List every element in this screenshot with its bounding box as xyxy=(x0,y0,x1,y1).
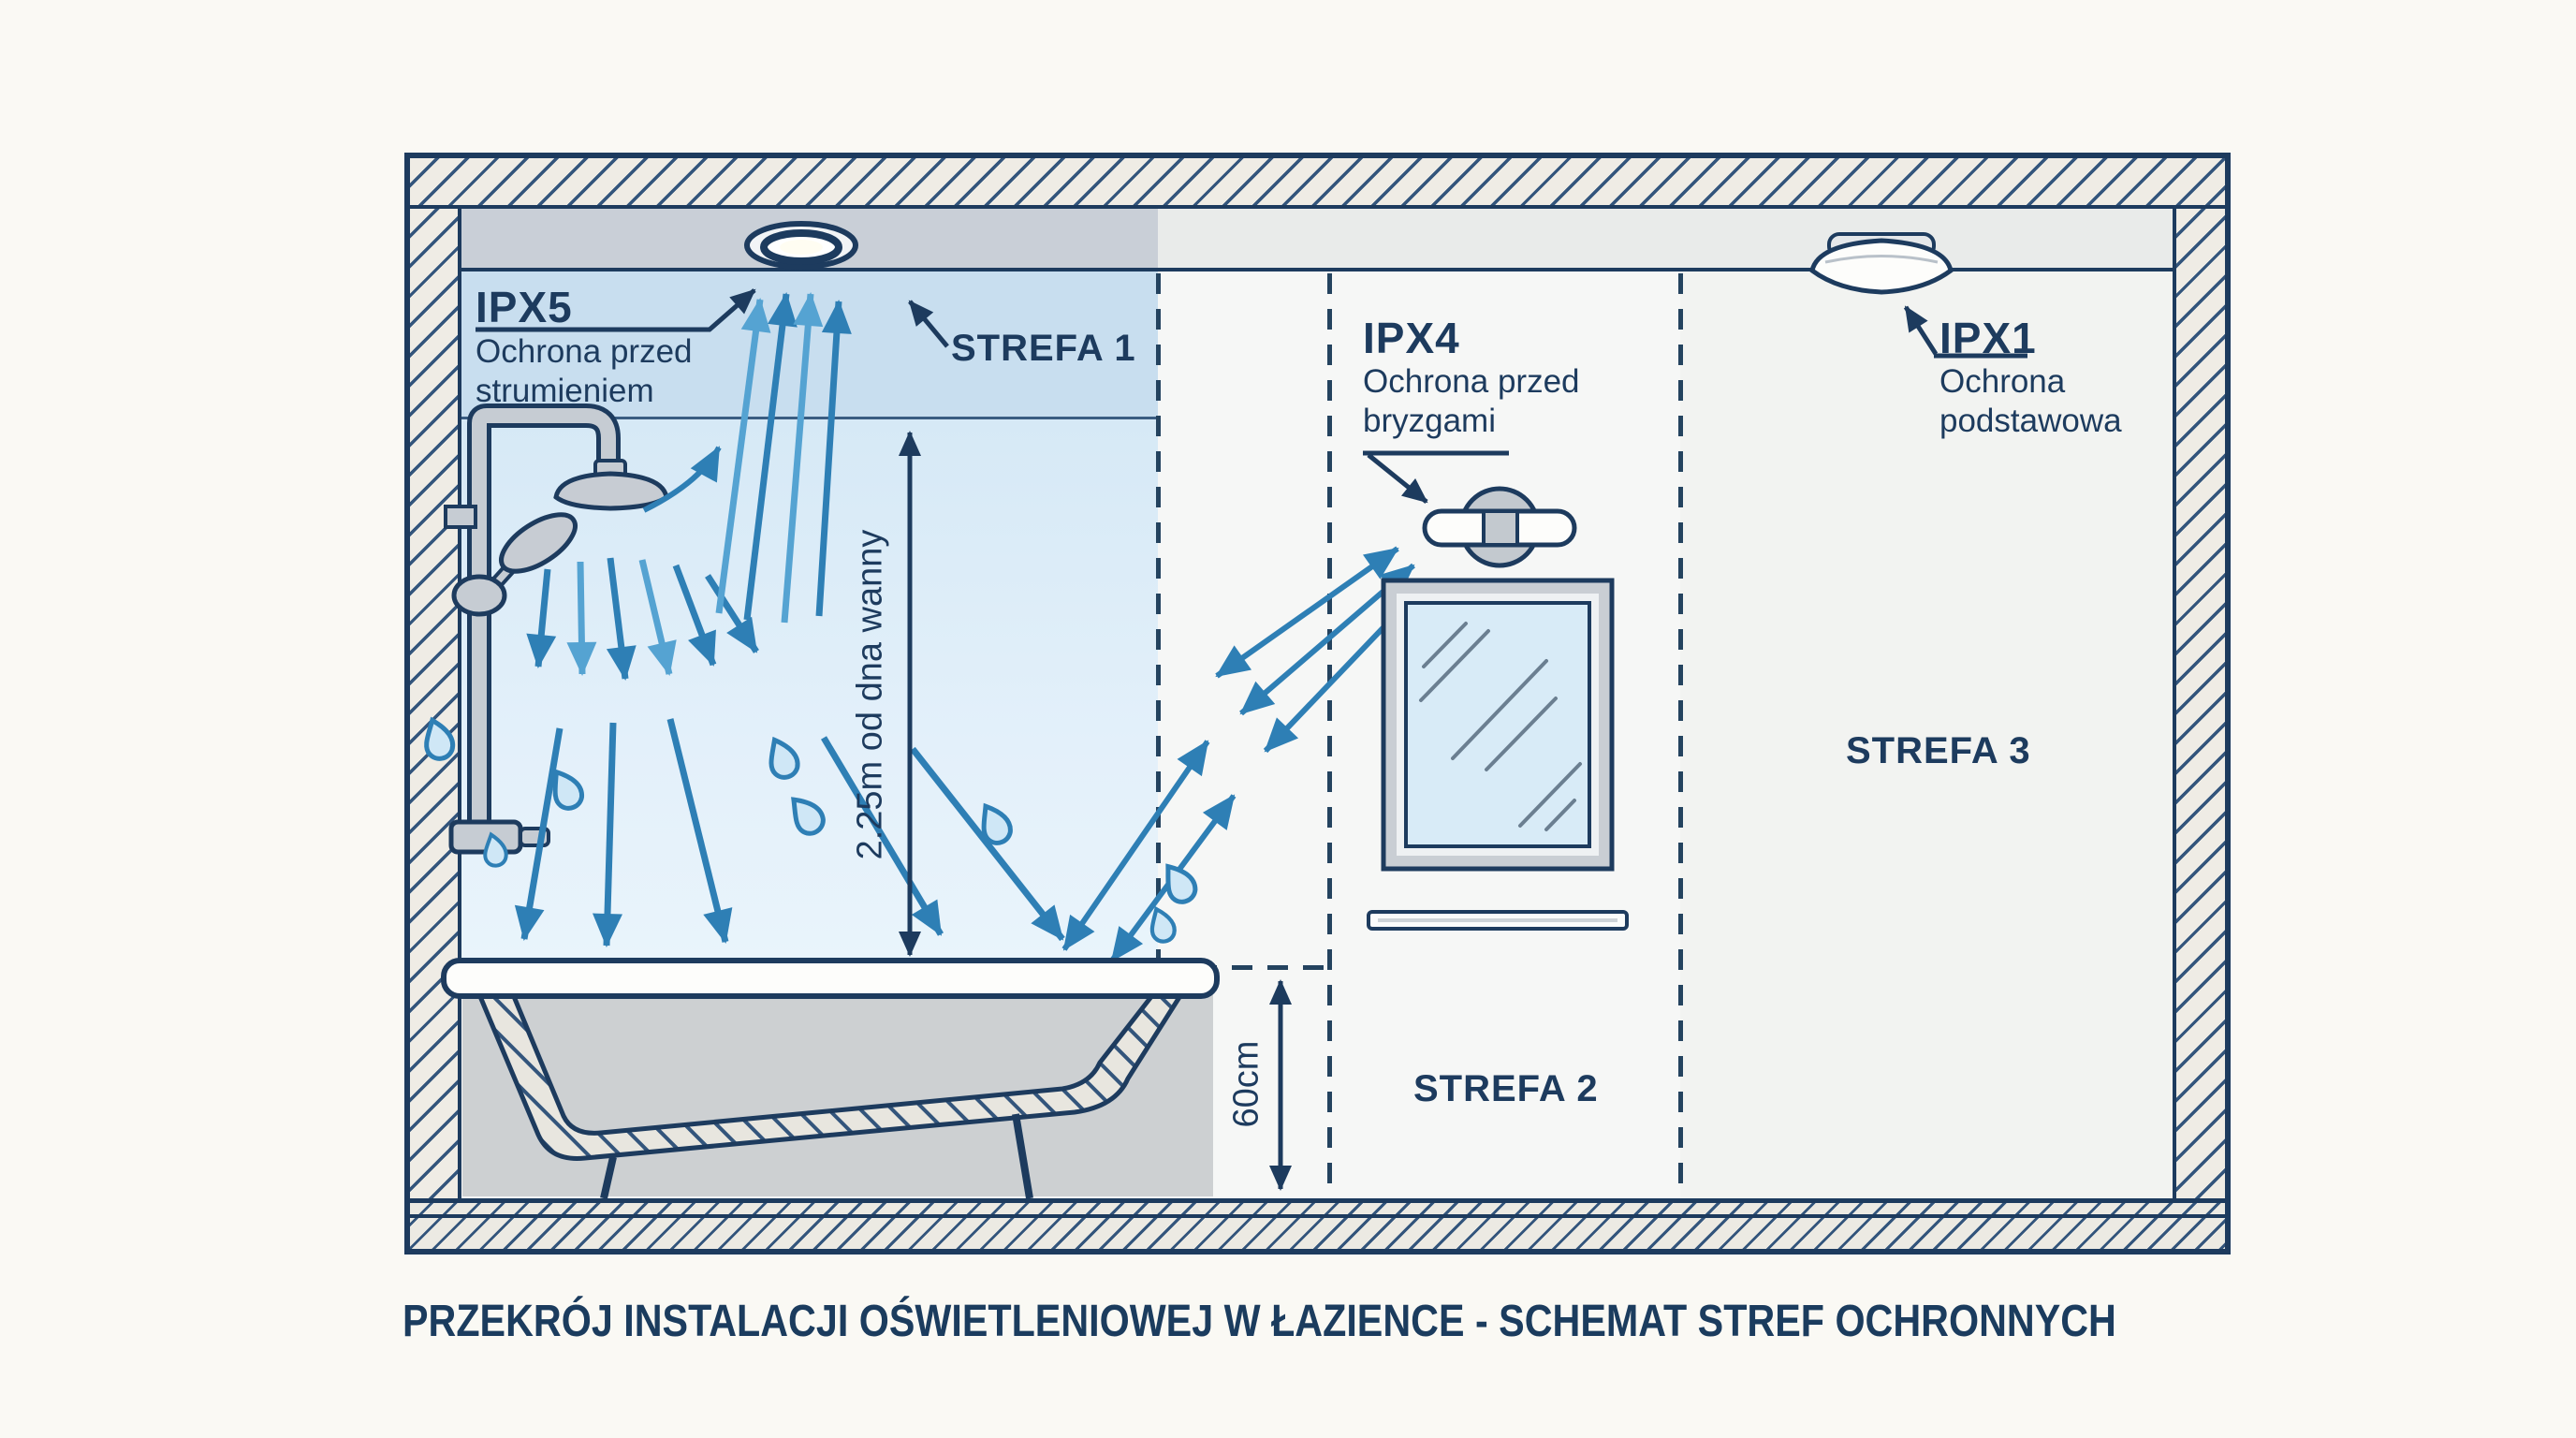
droplet-icon xyxy=(424,716,1198,944)
splash-reach-arrows xyxy=(1061,546,1429,962)
zone1-label: STREFA 1 xyxy=(951,328,1136,369)
zone3-area xyxy=(1680,271,2173,1198)
shelf-icon xyxy=(1367,910,1629,931)
tub-rim-level-dashed-line xyxy=(1161,965,1331,970)
recessed-spotlight-icon xyxy=(744,221,858,270)
zone1-boundary-dashed-line xyxy=(1156,273,1161,962)
floor-line xyxy=(410,1214,2225,1218)
ipx5-desc-line1: Ochrona przed xyxy=(476,333,693,370)
bathtub-icon xyxy=(441,958,1220,1199)
ipx5-code-label: IPX5 xyxy=(476,283,573,331)
wall-left-hatch xyxy=(410,209,461,1198)
wall-lamp-icon xyxy=(1422,486,1577,568)
height-dimension-label: 2.25m od dna wanny xyxy=(850,529,890,860)
spray-arrow-upward xyxy=(642,292,852,624)
shower-set-icon xyxy=(444,404,669,855)
zone2-label: STREFA 2 xyxy=(1413,1068,1599,1109)
room-outline xyxy=(404,153,2231,1255)
diagram-caption: PRZEKRÓJ INSTALACJI OŚWIETLENIOWEJ W ŁAZ… xyxy=(402,1297,2116,1346)
dimension-lines xyxy=(899,431,1292,1191)
ceiling-lamp-icon xyxy=(1809,232,1954,295)
floor-hatch xyxy=(410,1198,2225,1249)
ipx4-desc-line1: Ochrona przed xyxy=(1363,363,1580,400)
ipx4-code-label: IPX4 xyxy=(1363,314,1460,362)
ipx1-desc-line1: Ochrona xyxy=(1939,363,2066,400)
zone2-right-boundary-dashed-line xyxy=(1678,273,1683,1198)
zone3-label: STREFA 3 xyxy=(1846,730,2031,771)
ipx1-code-label: IPX1 xyxy=(1939,314,2037,362)
offset-dimension-label: 60cm xyxy=(1226,1040,1266,1128)
ipx5-desc-line2: strumieniem xyxy=(476,373,654,409)
wall-right-hatch xyxy=(2173,209,2225,1198)
mirror-icon xyxy=(1381,578,1615,872)
ipx4-desc-line2: bryzgami xyxy=(1363,403,1496,439)
spray-arrow-fan xyxy=(514,557,1065,947)
annotation-leaders xyxy=(476,288,2027,504)
zone1-area xyxy=(461,419,1158,961)
wall-top-hatch xyxy=(410,158,2225,209)
ipx1-desc-line2: podstawowa xyxy=(1939,403,2122,439)
ceiling-strip-zone23 xyxy=(1158,209,2173,271)
